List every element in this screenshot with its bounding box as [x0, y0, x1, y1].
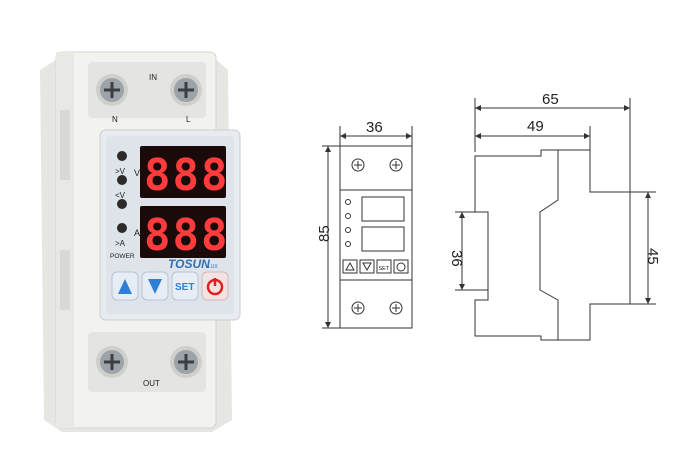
- brand-suffix: LUX: [208, 264, 218, 270]
- bottom-terminals: OUT: [88, 332, 206, 392]
- left-height-label: 36: [448, 250, 465, 267]
- led-label-under-voltage: <V: [115, 191, 126, 200]
- current-display: [140, 206, 226, 258]
- housing-side: [56, 52, 74, 428]
- voltage-unit: V: [134, 168, 140, 178]
- down-button[interactable]: [141, 271, 169, 301]
- side-view-drawing: 65 49 36 45: [448, 91, 661, 341]
- led-label-over-current: >A: [115, 239, 126, 248]
- current-unit: A: [134, 228, 140, 238]
- screw-icon: [389, 158, 403, 172]
- screw-icon: [351, 301, 365, 315]
- set-button-label: SET: [175, 282, 194, 293]
- voltage-readout: 888: [144, 150, 229, 201]
- screw-icon: [351, 158, 365, 172]
- side-outline: [474, 149, 631, 341]
- front-display-top: [361, 196, 405, 222]
- power-button[interactable]: [201, 271, 229, 301]
- up-button[interactable]: [111, 271, 139, 301]
- front-set-label: SET: [379, 266, 390, 272]
- terminal-n-label: N: [112, 115, 118, 124]
- led-label-over-voltage: >V: [115, 167, 126, 176]
- front-outline: [339, 145, 413, 329]
- indicator-leds: >V <V >A POWER: [110, 151, 135, 260]
- terminal-l-label: L: [186, 115, 191, 124]
- front-view-drawing: 36 85 SET: [316, 119, 413, 329]
- terminal-out-label: OUT: [143, 379, 160, 388]
- screw-icon: [389, 301, 403, 315]
- voltage-display: [140, 146, 226, 198]
- width-dimension-label: 36: [366, 119, 383, 136]
- inner-width-label: 49: [527, 118, 544, 135]
- height-dimension-label: 85: [316, 225, 333, 242]
- up-arrow-icon: [118, 279, 132, 294]
- side-rating-text: [60, 110, 70, 310]
- power-label: POWER: [110, 253, 135, 260]
- product-photo: IN N L >V <V >A POWER 888 V 888 A TOSUN …: [40, 51, 241, 432]
- front-display-bottom: [361, 226, 405, 252]
- set-button[interactable]: SET: [171, 271, 199, 301]
- current-readout: 888: [144, 210, 229, 261]
- top-terminals: IN N L: [88, 62, 206, 124]
- din-clip-outline: [539, 150, 559, 340]
- down-arrow-icon: [148, 279, 162, 294]
- terminal-in-label: IN: [149, 73, 157, 82]
- overall-width-label: 65: [542, 91, 559, 108]
- right-height-label: 45: [644, 248, 661, 265]
- brand-logo: TOSUN: [168, 257, 210, 271]
